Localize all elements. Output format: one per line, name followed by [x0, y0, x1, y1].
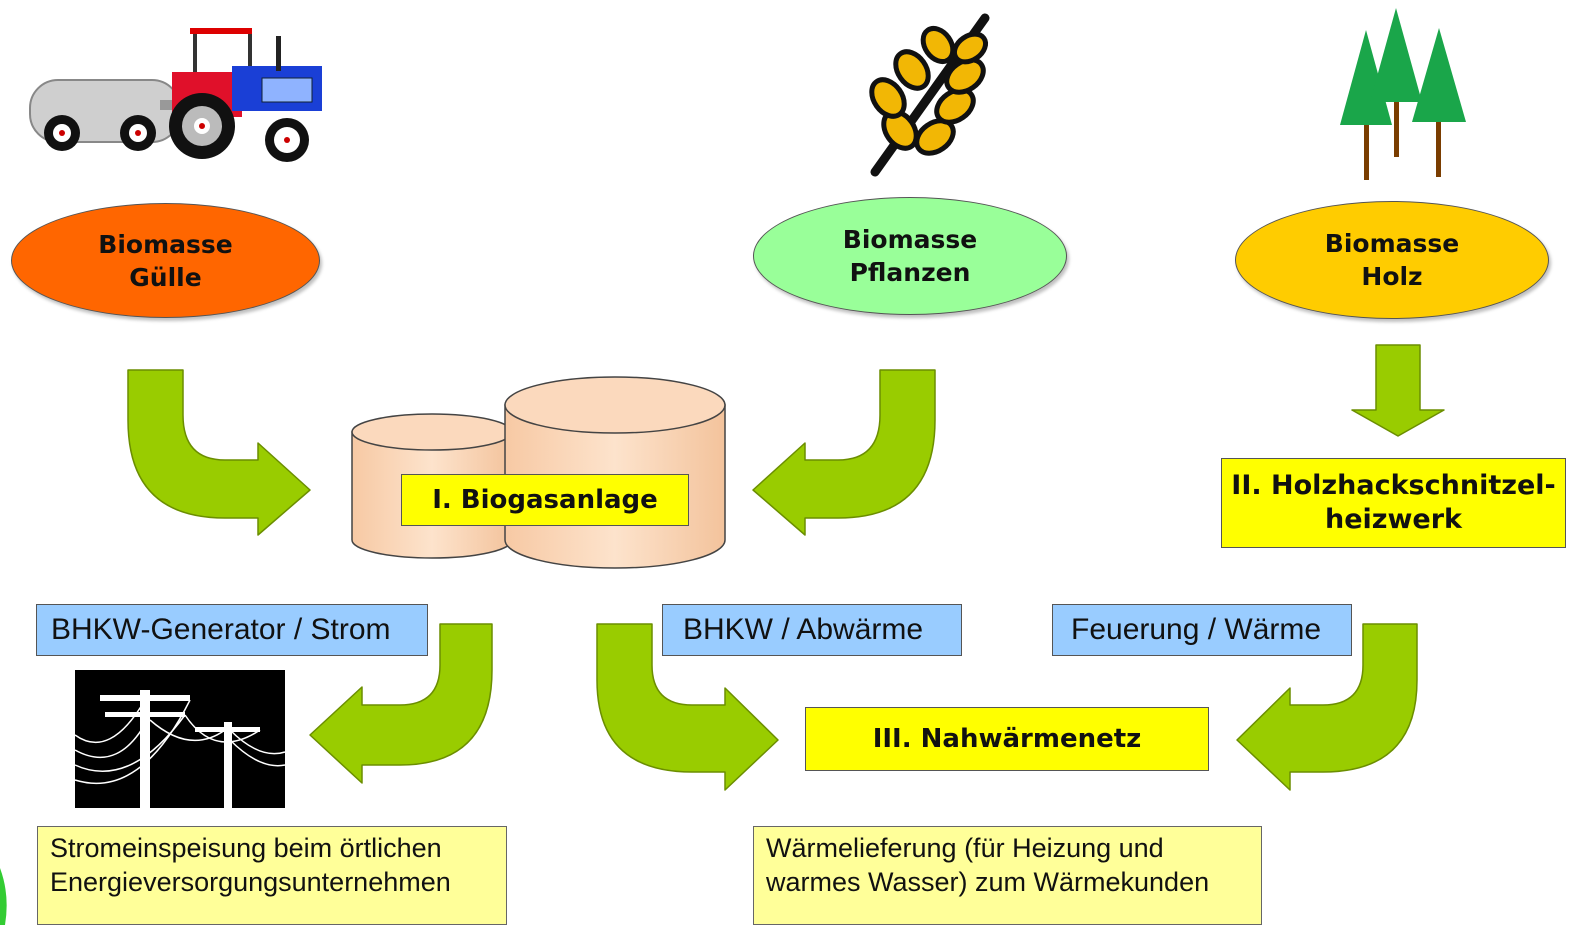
plant-biogasanlage-label: I. Biogasanlage — [432, 485, 658, 515]
output-waerme-line2: warmes Wasser) zum Wärmekunden — [766, 867, 1210, 897]
source-pflanzen-line1: Biomasse — [842, 225, 978, 254]
flow-abwaerme-label: BHKW / Abwärme — [683, 613, 924, 646]
plant-holzhack-line1: II. Holzhackschnitzel- — [1231, 470, 1556, 501]
source-biomasse-holz: Biomasse Holz — [1235, 201, 1549, 319]
output-stromeinspeisung: Stromeinspeisung beim örtlichen Energiev… — [37, 826, 507, 925]
plant-nahwaermenetz: III. Nahwärmenetz — [805, 707, 1209, 771]
flow-bhkw-abwaerme: BHKW / Abwärme — [662, 604, 962, 656]
arrow-holz-to-heizwerk — [1351, 344, 1445, 437]
source-guelle-line2: Gülle — [129, 262, 202, 292]
corner-mark — [0, 868, 7, 925]
source-biomasse-pflanzen: Biomasse Pflanzen — [753, 197, 1067, 315]
source-holz-line2: Holz — [1361, 262, 1423, 291]
plant-biogasanlage: I. Biogasanlage — [401, 474, 689, 526]
power-lines-icon — [74, 670, 286, 808]
arrow-pflanzen-to-biogas — [752, 369, 936, 536]
flow-feuerung-waerme: Feuerung / Wärme — [1052, 604, 1352, 656]
trees-icon — [1340, 8, 1466, 180]
source-biomasse-guelle: Biomasse Gülle — [11, 203, 320, 318]
source-guelle-line1: Biomasse — [98, 229, 233, 259]
output-waermelieferung: Wärmelieferung (für Heizung und warmes W… — [753, 826, 1262, 925]
arrow-biogas-to-nahwaerme — [596, 623, 779, 791]
biogas-tank-icon — [351, 376, 726, 569]
plant-holzhack-line2: heizwerk — [1324, 504, 1463, 535]
flow-bhkw-generator-strom: BHKW-Generator / Strom — [36, 604, 428, 656]
output-strom-line1: Stromeinspeisung beim örtlichen — [50, 833, 442, 863]
source-pflanzen-line2: Pflanzen — [849, 258, 971, 287]
source-holz-line1: Biomasse — [1324, 229, 1460, 258]
plant-holzhackschnitzel-heizwerk: II. Holzhackschnitzel- heizwerk — [1221, 458, 1566, 548]
arrow-guelle-to-biogas — [127, 369, 311, 536]
output-strom-line2: Energieversorgungsunternehmen — [50, 867, 451, 897]
output-waerme-line1: Wärmelieferung (für Heizung und — [766, 833, 1164, 863]
flow-strom-label: BHKW-Generator / Strom — [51, 613, 391, 646]
wheat-icon — [869, 13, 990, 177]
flow-feuerung-label: Feuerung / Wärme — [1071, 613, 1322, 646]
arrow-biogas-to-strom — [309, 623, 493, 784]
plant-nahwaermenetz-label: III. Nahwärmenetz — [872, 724, 1142, 754]
tractor-icon — [29, 28, 322, 162]
arrow-heizwerk-to-nahwaerme — [1236, 623, 1418, 791]
